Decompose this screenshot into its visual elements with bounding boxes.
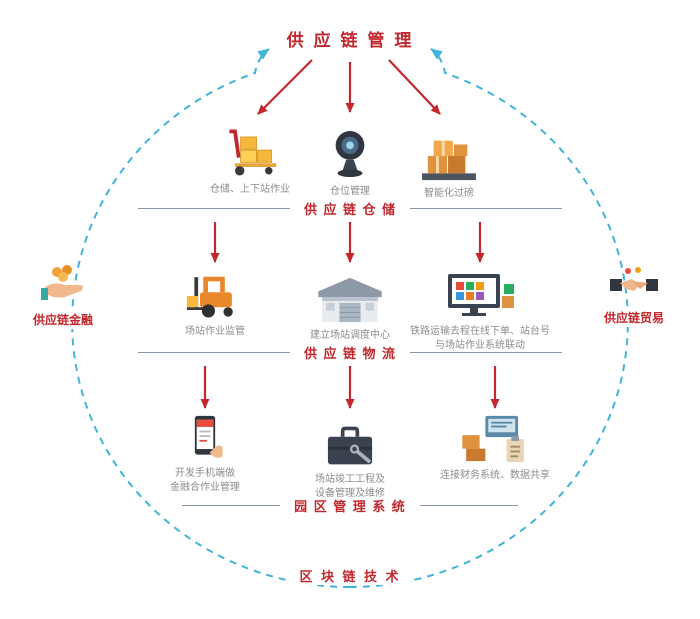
section-divider-warehousing: 供 应 链 仓 储: [0, 199, 700, 218]
divider-line-left: [137, 351, 290, 353]
node-supply-chain-finance: 供应链金融: [30, 264, 96, 329]
node-label: 铁路运输去程在线下单、站台号 与场站作业系统联动: [410, 326, 550, 351]
node-yard-supervision: 场站作业监管: [185, 268, 245, 339]
section-divider-park-system: 园 区 管 理 系 统: [0, 496, 700, 515]
node-label: 开发手机端做 金融合作业管理: [170, 468, 240, 493]
pallet-truck-icon: [220, 122, 280, 178]
finance-docs-icon: [460, 415, 530, 464]
blockchain-label: 区 块 链 技 术: [289, 566, 411, 585]
node-finance-data-sharing: 连接财务系统、数据共享: [440, 415, 550, 483]
forklift-icon: [185, 268, 245, 320]
divider-line-left: [182, 504, 281, 506]
handshake-icon: [609, 266, 658, 304]
node-warehouse-loading: 仓储、上下站作业: [210, 122, 290, 197]
mobile-app-icon: [181, 414, 229, 462]
toolbox-icon: [319, 420, 381, 468]
node-rail-online-order: 铁路运输去程在线下单、站台号 与场站作业系统联动: [385, 268, 575, 353]
node-label: 仓储、上下站作业: [210, 184, 290, 195]
node-supply-chain-trade: 供应链贸易: [601, 266, 667, 327]
node-dispatch-center: 建立场站调度中心: [310, 272, 390, 343]
divider-line-left: [137, 207, 290, 209]
title-fan-arrows: [257, 59, 441, 115]
diagram-title: 供 应 链 管 理: [286, 31, 414, 51]
arrow-title-right: [388, 59, 441, 115]
node-smart-weighing: 智能化过磅: [418, 126, 480, 201]
monitor-cargo-icon: [444, 268, 516, 320]
node-label: 场站作业监管: [185, 326, 245, 337]
section-divider-logistics: 供 应 链 物 流: [0, 343, 700, 362]
warehouse-icon: [315, 272, 385, 324]
coins-in-hand-icon: [40, 264, 85, 306]
node-label: 建立场站调度中心: [310, 330, 390, 341]
arrow-title-left: [257, 59, 313, 115]
weighbridge-icon: [418, 126, 480, 182]
node-mobile-finance: 开发手机端做 金融合作业管理: [170, 414, 240, 495]
divider-label: 园 区 管 理 系 统: [294, 499, 406, 515]
webcam-icon: [327, 124, 373, 180]
node-label: 仓位管理: [330, 186, 370, 197]
side-node-label: 供应链贸易: [601, 308, 667, 327]
divider-line-right: [410, 207, 563, 209]
node-equipment-maintenance: 场站竣工工程及 设备管理及维修: [315, 420, 385, 501]
divider-label: 供 应 链 仓 储: [303, 202, 397, 218]
node-label: 智能化过磅: [424, 188, 474, 199]
section1-arrows: [210, 222, 485, 263]
side-node-label: 供应链金融: [30, 310, 96, 329]
divider-line-right: [419, 504, 518, 506]
node-label: 连接财务系统、数据共享: [440, 470, 550, 481]
section2-arrows: [200, 366, 500, 409]
divider-label: 供 应 链 物 流: [303, 346, 397, 362]
divider-line-right: [410, 351, 563, 353]
node-label: 场站竣工工程及 设备管理及维修: [315, 474, 385, 499]
node-bin-management: 仓位管理: [327, 124, 373, 199]
